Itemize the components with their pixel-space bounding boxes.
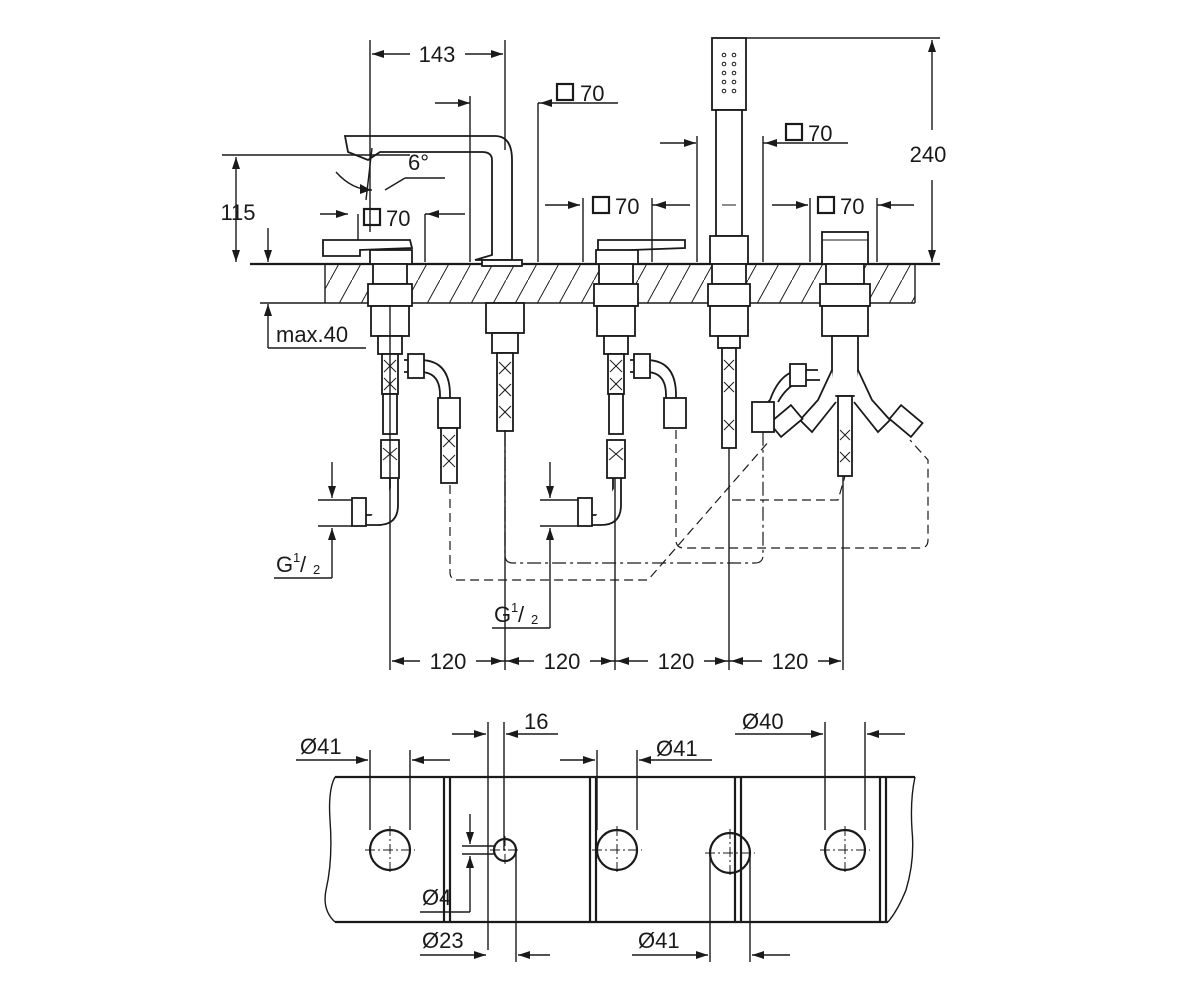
spacing-4-label: 120 — [772, 649, 809, 674]
dimension-plan-41-bottom: Ø41 — [632, 853, 790, 962]
dim-143-label: 143 — [419, 42, 456, 67]
plan-41-bottom-label: Ø41 — [638, 928, 680, 953]
thread-left-num: 1 — [293, 550, 300, 565]
dimension-plate-2: 70 — [435, 81, 618, 262]
dimension-plan-23: Ø23 — [420, 850, 550, 962]
plan-23-label: Ø23 — [422, 928, 464, 953]
dimension-115: 115 — [220, 154, 410, 262]
thread-middle-num: 1 — [511, 600, 518, 615]
thread-middle-label: G — [494, 602, 511, 627]
dim-115-label: 115 — [220, 200, 255, 225]
dimension-plan-41-left: Ø41 — [296, 734, 450, 830]
plate-5-label: 70 — [840, 194, 864, 219]
dimension-spacings: 120 120 120 120 — [392, 649, 841, 674]
plate-2-label: 70 — [580, 81, 604, 106]
dimension-143: 143 — [369, 40, 506, 232]
plan-4-label: Ø4 — [422, 885, 451, 910]
spacing-3-label: 120 — [658, 649, 695, 674]
hand-shower — [707, 37, 751, 449]
thread-middle-den: 2 — [531, 612, 538, 627]
plate-1-label: 70 — [386, 206, 410, 231]
thread-middle-slash: / — [518, 602, 525, 627]
dim-6deg-label: 6° — [408, 150, 429, 175]
mixer-handle-middle — [577, 239, 687, 527]
dimension-thread-middle: G 1 / 2 — [492, 462, 578, 629]
plan-41-middle-label: Ø41 — [656, 736, 698, 761]
dimension-6deg: 6° — [335, 147, 445, 201]
dimension-plan-16: 16 — [452, 709, 558, 950]
bath-spout — [343, 135, 525, 432]
plan-40-label: Ø40 — [742, 709, 784, 734]
diverter — [751, 231, 924, 477]
plan-41-left-label: Ø41 — [300, 734, 342, 759]
plate-3-label: 70 — [615, 194, 639, 219]
spacing-2-label: 120 — [544, 649, 581, 674]
hose-routing-lines — [449, 430, 929, 581]
deck-plan — [324, 775, 916, 924]
square-symbol-icon — [591, 195, 611, 215]
thread-left-den: 2 — [313, 562, 320, 577]
dimension-thread-left: G 1 / 2 — [274, 462, 352, 579]
square-symbol-icon — [816, 195, 836, 215]
plan-16-label: 16 — [524, 709, 548, 734]
spacing-1-label: 120 — [430, 649, 467, 674]
plate-4-label: 70 — [808, 121, 832, 146]
dimension-240: 240 — [746, 37, 947, 262]
thread-left-label: G — [276, 552, 293, 577]
mounting-holes — [365, 826, 870, 877]
dimension-plan-4: Ø4 — [420, 814, 494, 913]
dimension-plan-41-middle: Ø41 — [560, 736, 712, 830]
dimension-plate-5: 70 — [772, 194, 914, 262]
dimension-plate-1: 70 — [320, 206, 465, 262]
square-symbol-icon — [362, 207, 382, 227]
dimension-plan-40: Ø40 — [735, 709, 905, 830]
dimension-plate-3: 70 — [545, 194, 690, 262]
square-symbol-icon — [784, 122, 804, 142]
dim-max40-label: max.40 — [276, 322, 348, 347]
center-lines — [389, 305, 844, 670]
thread-left-slash: / — [300, 552, 307, 577]
square-symbol-icon — [555, 82, 575, 102]
dimension-max40: max.40 — [264, 304, 366, 349]
dimension-plate-4: 70 — [660, 121, 848, 262]
shower-nozzles — [721, 52, 737, 94]
dim-240-label: 240 — [910, 142, 947, 167]
